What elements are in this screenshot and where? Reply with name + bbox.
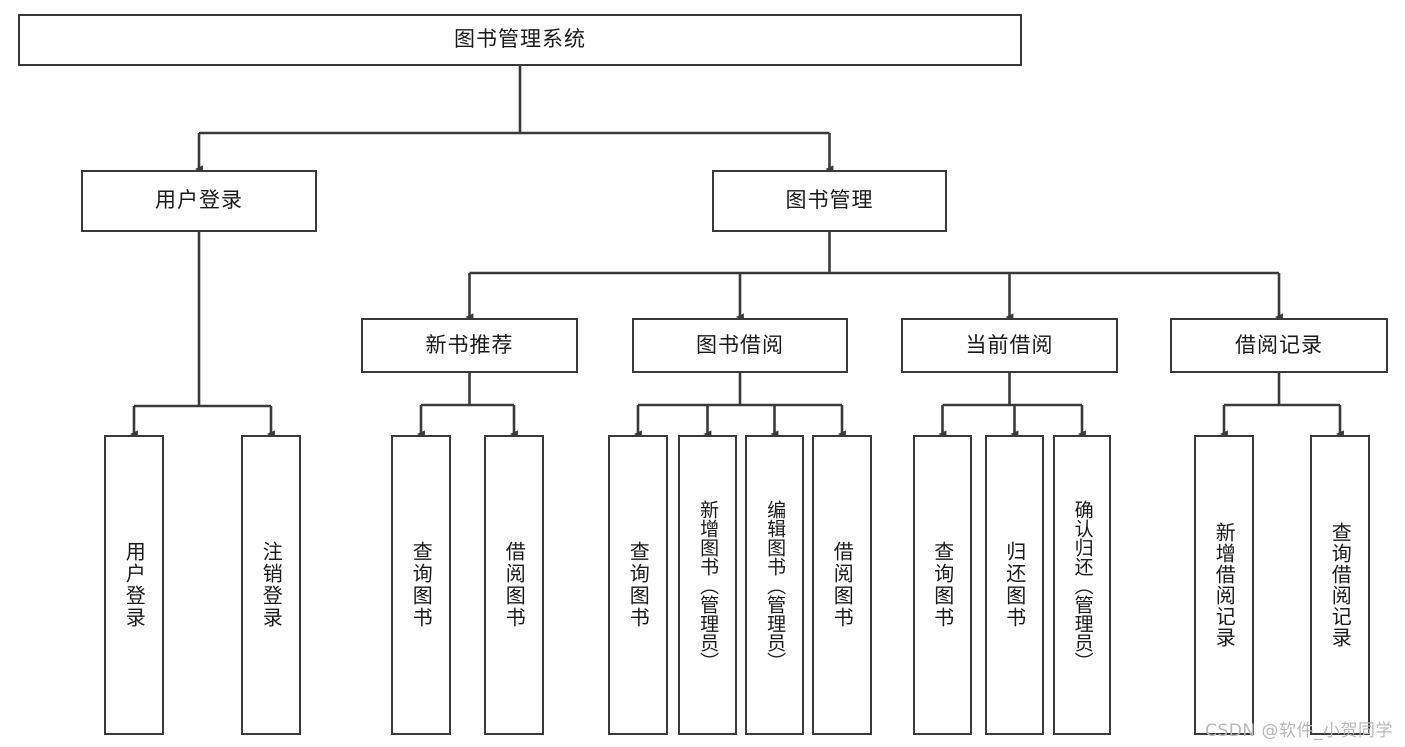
node-leaf-borrow-book-rec-label: 借阅图书: [502, 541, 527, 629]
node-borrow-record-label: 借阅记录: [1235, 332, 1323, 357]
node-leaf-add-borrow-record[interactable]: 新增借阅记录: [1194, 435, 1254, 735]
node-user-login[interactable]: 用户登录: [81, 170, 317, 232]
node-borrow-record[interactable]: 借阅记录: [1170, 318, 1388, 373]
node-leaf-user-logout[interactable]: 注销登录: [241, 435, 301, 735]
node-leaf-borrow-book-rec[interactable]: 借阅图书: [484, 435, 544, 735]
watermark-text: CSDN @软件_小贺同学: [1205, 721, 1393, 741]
node-leaf-confirm-return-label: 确认归还（管理员）: [1071, 499, 1094, 671]
node-new-book-rec-label: 新书推荐: [425, 332, 514, 357]
node-root[interactable]: 图书管理系统: [18, 14, 1022, 66]
node-book-manage[interactable]: 图书管理: [712, 170, 947, 232]
node-leaf-query-borrow-record[interactable]: 查询借阅记录: [1310, 435, 1370, 735]
node-book-manage-label: 图书管理: [785, 188, 874, 213]
node-leaf-query-book-current-label: 查询图书: [930, 541, 955, 629]
node-leaf-confirm-return[interactable]: 确认归还（管理员）: [1053, 435, 1111, 735]
node-new-book-rec[interactable]: 新书推荐: [361, 318, 578, 373]
node-leaf-query-borrow-record-label: 查询借阅记录: [1328, 522, 1353, 648]
node-leaf-query-book-rec-label: 查询图书: [409, 541, 434, 629]
node-leaf-user-login[interactable]: 用户登录: [104, 435, 164, 735]
node-root-label: 图书管理系统: [454, 27, 586, 52]
node-leaf-borrow-book[interactable]: 借阅图书: [812, 435, 872, 735]
node-leaf-user-login-label: 用户登录: [122, 541, 147, 629]
node-current-borrow-label: 当前借阅: [965, 332, 1054, 357]
node-leaf-query-book-borrow-label: 查询图书: [626, 541, 651, 629]
node-leaf-borrow-book-label: 借阅图书: [830, 541, 855, 629]
node-book-borrow-label: 图书借阅: [696, 332, 784, 357]
node-leaf-add-borrow-record-label: 新增借阅记录: [1212, 522, 1237, 648]
node-leaf-edit-book[interactable]: 编辑图书（管理员）: [745, 435, 804, 735]
node-leaf-edit-book-label: 编辑图书（管理员）: [764, 499, 787, 671]
node-leaf-add-book[interactable]: 新增图书（管理员）: [678, 435, 737, 735]
node-leaf-user-logout-label: 注销登录: [259, 541, 284, 629]
node-leaf-query-book-borrow[interactable]: 查询图书: [608, 435, 668, 735]
node-leaf-return-book[interactable]: 归还图书: [985, 435, 1044, 735]
node-current-borrow[interactable]: 当前借阅: [901, 318, 1118, 373]
node-book-borrow[interactable]: 图书借阅: [632, 318, 848, 373]
node-user-login-label: 用户登录: [155, 188, 243, 213]
node-leaf-return-book-label: 归还图书: [1002, 541, 1027, 629]
node-leaf-add-book-label: 新增图书（管理员）: [697, 499, 720, 671]
node-leaf-query-book-rec[interactable]: 查询图书: [391, 435, 451, 735]
node-leaf-query-book-current[interactable]: 查询图书: [913, 435, 972, 735]
